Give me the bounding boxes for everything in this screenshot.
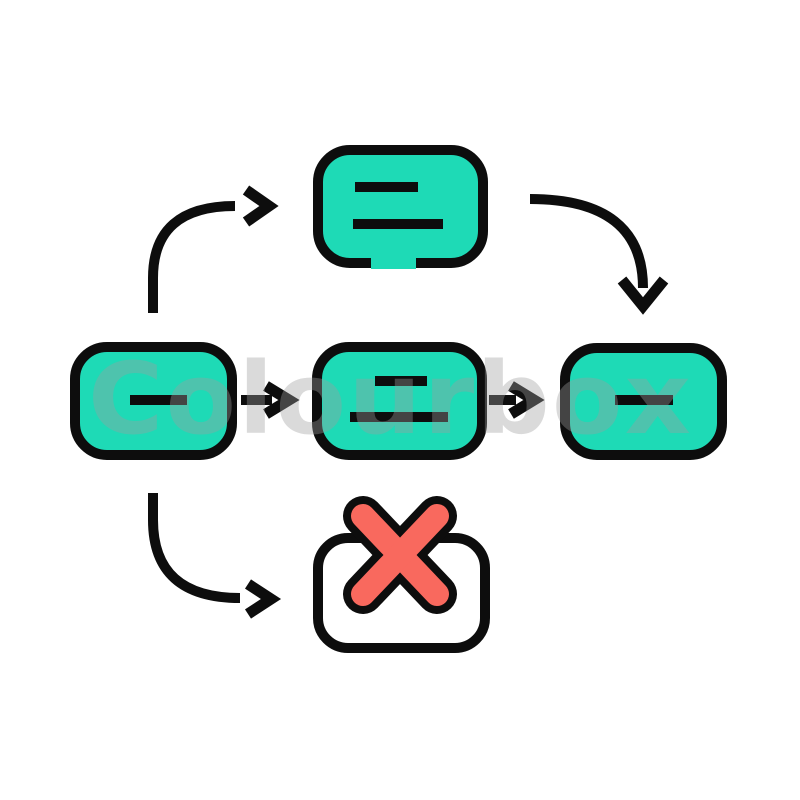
arrowhead-right-icon	[244, 579, 282, 619]
node-step-top-box	[313, 145, 488, 268]
node-step-end	[560, 343, 727, 460]
node-step-start	[70, 342, 237, 460]
edge-start-to-top-line	[148, 201, 236, 313]
node-step-top-border-notch	[371, 256, 416, 269]
arrowhead-right-icon	[242, 185, 279, 227]
node-step-rejected	[313, 496, 490, 653]
x-mark-stroke	[351, 504, 449, 606]
edge-start-to-middle	[241, 381, 300, 419]
node-step-middle-box	[312, 342, 487, 460]
edge-middle-to-end	[489, 381, 545, 419]
edge-start-to-rejected	[148, 493, 282, 619]
arrowhead-down-icon	[617, 276, 669, 315]
edge-top-to-end	[529, 194, 669, 315]
node-step-top	[313, 145, 488, 269]
arrowhead-right-icon	[263, 381, 300, 419]
edge-start-to-rejected-line	[148, 493, 241, 603]
watermark-text: Colourbox	[88, 342, 693, 457]
arrowhead-right-icon	[508, 381, 545, 419]
x-mark-icon	[343, 496, 457, 614]
edge-start-to-top	[148, 185, 279, 313]
node-step-middle	[312, 342, 487, 460]
edge-top-to-end-line	[529, 194, 648, 289]
